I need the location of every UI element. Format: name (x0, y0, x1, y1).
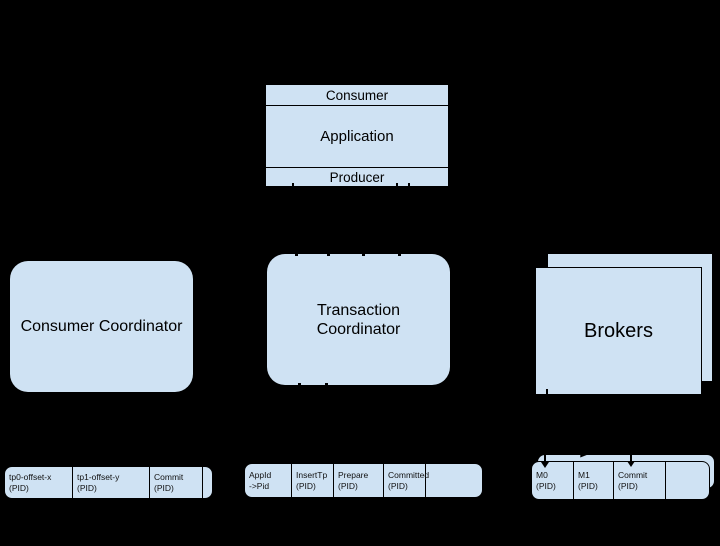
log-cell: Prepare (PID) (334, 464, 384, 497)
log-cell: AppId ->Pid (245, 464, 292, 497)
consumer-strip: Consumer (266, 85, 448, 106)
connector-line (630, 450, 632, 463)
consumer-coordinator-node: Consumer Coordinator (10, 261, 193, 392)
log-cell: Commit (PID) (614, 462, 666, 499)
log-cell: M1 (PID) (574, 462, 614, 499)
connector-stub (325, 383, 328, 388)
transaction-coordinator-label: Transaction Coordinator (316, 301, 401, 338)
application-node: Consumer Application Producer (265, 84, 449, 187)
connector-stub (292, 183, 294, 189)
application-label: Application (320, 128, 394, 145)
connector-line (544, 450, 546, 463)
producer-strip: Producer (266, 167, 448, 186)
log-cell: Committed (PID) (384, 464, 429, 497)
consumer-coordinator-label: Consumer Coordinator (20, 318, 183, 335)
connector-arrowhead (295, 251, 298, 256)
arrow-down-icon (541, 462, 549, 468)
connector-arrowhead (398, 251, 401, 256)
connector-stub (408, 183, 410, 188)
transaction-coordinator-node: Transaction Coordinator (267, 254, 450, 385)
log-cell: M0 (PID) (532, 462, 574, 499)
log-cell: tp1-offset-y (PID) (73, 467, 150, 498)
log-cell-empty (666, 462, 711, 499)
transaction-log: AppId ->Pid InsertTp (PID) Prepare (PID)… (244, 463, 483, 498)
connector-stub (396, 183, 398, 188)
connector-stub (298, 383, 301, 388)
consumer-label: Consumer (325, 87, 389, 103)
log-cell: Commit (PID) (150, 467, 203, 498)
consumer-offsets-log: tp0-offset-x (PID) tp1-offset-y (PID) Co… (4, 466, 213, 499)
broker-log: M0 (PID) M1 (PID) Commit (PID) (531, 461, 710, 500)
application-body: Application (266, 106, 448, 167)
log-cell: tp0-offset-x (PID) (5, 467, 73, 498)
log-cell-empty (426, 464, 484, 497)
connector-stub (546, 389, 548, 395)
log-cell: InsertTp (PID) (292, 464, 334, 497)
connector-arrowhead (362, 251, 365, 256)
log-cell-empty (203, 467, 214, 498)
arrow-down-icon (627, 461, 635, 467)
brokers-node: Brokers (535, 267, 702, 395)
producer-label: Producer (329, 169, 385, 185)
connector-arrowhead (327, 251, 330, 256)
brokers-label: Brokers (584, 319, 653, 342)
